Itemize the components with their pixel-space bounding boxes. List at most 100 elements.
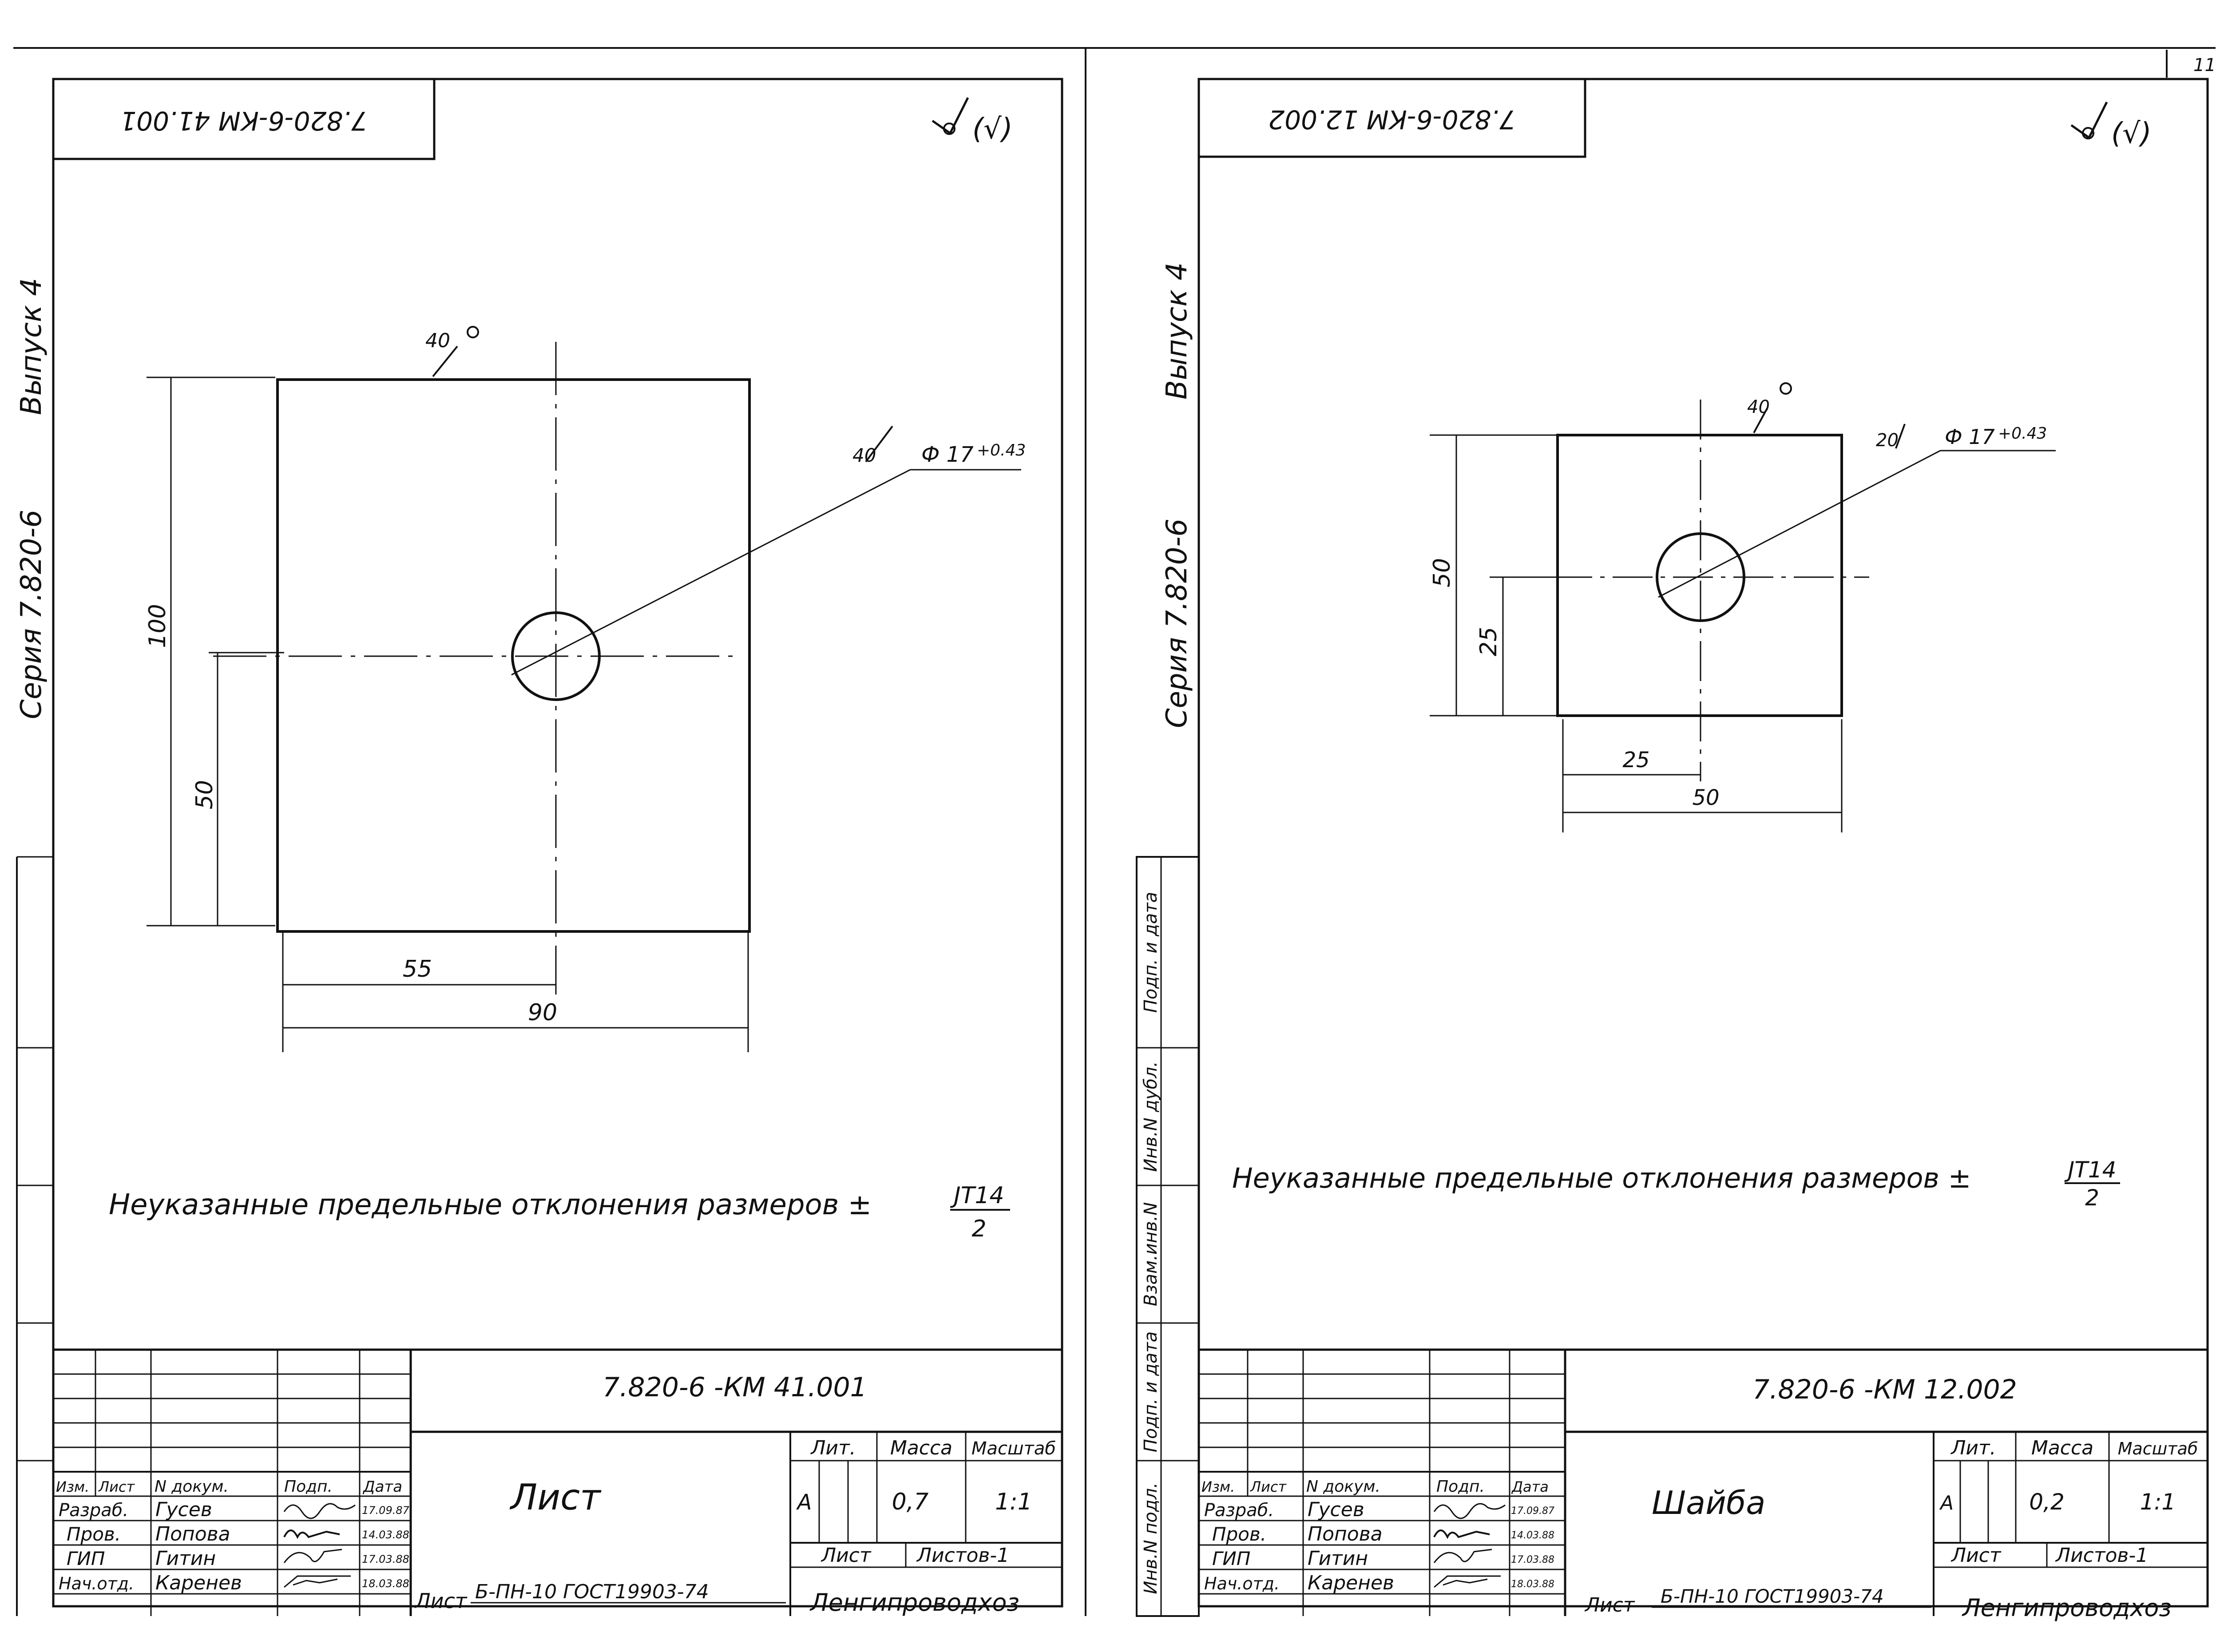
left-role-2: ГИП — [67, 1548, 105, 1569]
right-dim-height: 50 — [1429, 558, 1455, 587]
left-roughness-hole-mark — [865, 425, 893, 463]
left-hdr-podp: Подп. — [284, 1478, 333, 1496]
right-title-block — [1199, 1348, 2208, 1616]
left-roughness-top-circle — [467, 326, 479, 338]
right-role-3: Нач.отд. — [1204, 1574, 1280, 1593]
left-masshtab-value: 1:1 — [995, 1489, 1032, 1515]
right-side-strip — [1136, 856, 1200, 1617]
left-signature-0 — [283, 1503, 356, 1519]
right-side-label-0: Подп. и дата — [1141, 892, 1161, 1013]
right-hdr-doc: N докум. — [1306, 1478, 1380, 1496]
right-roughness-hole-mark — [1895, 424, 1906, 449]
left-dim-half-height: 50 — [191, 780, 218, 809]
right-dim-width: 50 — [1692, 785, 1719, 810]
left-roughness-hole: 40 — [852, 444, 876, 466]
left-roughness-symbol — [932, 97, 969, 135]
right-hole-label: Ф 17 — [1945, 425, 1995, 449]
right-date-1: 14.03.88 — [1511, 1530, 1554, 1541]
left-note-text: Неуказанные предельные отклонения размер… — [109, 1188, 872, 1221]
right-lit-header: Лит. — [1950, 1437, 1996, 1459]
left-margin-vypusk: Выпуск 4 — [15, 278, 48, 415]
left-code-rotated: 7.820-6-КМ 41.001 — [120, 106, 367, 136]
right-signature-0 — [1433, 1503, 1506, 1519]
left-name-0: Гусев — [155, 1498, 212, 1521]
left-margin-seriya: Серия 7.820-6 — [15, 510, 48, 719]
left-code-box — [52, 78, 436, 160]
right-drawing: 7.820-6-КМ 12.002 Серия 7.820-6 Выпуск 4… — [1136, 78, 2209, 1622]
right-roughness-top-mark — [1753, 408, 1768, 433]
right-massa-value: 0,2 — [2029, 1489, 2065, 1515]
left-drawing: 7.820-6-КМ 41.001 Серия 7.820-6 Выпуск 4… — [15, 49, 1086, 1616]
right-side-label-1: Инв.N дубл. — [1141, 1061, 1161, 1172]
right-signature-2 — [1433, 1549, 1492, 1563]
right-role-1: Пров. — [1212, 1523, 1266, 1545]
right-masshtab-value: 1:1 — [2140, 1489, 2176, 1515]
left-dim-width: 90 — [528, 999, 557, 1026]
right-title-code: 7.820-6 -КМ 12.002 — [1752, 1374, 2017, 1405]
right-masshtab-header: Масштаб — [2118, 1439, 2198, 1458]
right-material-prefix: Лист — [1584, 1594, 1635, 1616]
right-hdr-izm: Изм. — [1201, 1478, 1235, 1495]
right-signature-3 — [1434, 1575, 1501, 1588]
right-signature-1 — [1433, 1529, 1490, 1539]
page-number: 11 — [2193, 55, 2216, 75]
left-note-num: JT14 — [950, 1182, 1004, 1209]
left-dim-height: 100 — [144, 604, 171, 648]
left-roughness-top-mark — [432, 345, 458, 377]
right-roughness-top: 40 — [1747, 397, 1770, 417]
right-date-0: 17.09.87 — [1511, 1505, 1554, 1517]
left-lit-value: А — [796, 1490, 812, 1515]
left-name-3: Каренев — [155, 1572, 242, 1594]
left-material-prefix: Лист — [414, 1589, 468, 1613]
right-margin-seriya: Серия 7.820-6 — [1161, 519, 1193, 728]
left-date-3: 18.03.88 — [362, 1577, 409, 1590]
left-signature-3 — [284, 1575, 351, 1588]
left-roughness-circle — [943, 123, 955, 135]
right-hole — [1656, 532, 1745, 622]
right-part-name: Шайба — [1652, 1484, 1765, 1521]
right-note-den: 2 — [2085, 1185, 2099, 1211]
left-roughness-general: (√) — [972, 113, 1013, 146]
left-lit-header: Лит. — [810, 1437, 856, 1459]
left-role-1: Пров. — [67, 1523, 121, 1545]
right-org: Ленгипроводхоз — [1962, 1594, 2172, 1622]
left-hole — [511, 611, 601, 701]
right-hdr-list: Лист — [1250, 1478, 1287, 1495]
left-role-0: Разраб. — [59, 1500, 128, 1521]
left-org: Ленгипроводхоз — [809, 1589, 1019, 1616]
right-lit-value: А — [1939, 1492, 1954, 1514]
right-note-text: Неуказанные предельные отклонения размер… — [1232, 1162, 1971, 1194]
left-hole-tol: +0.43 — [977, 441, 1026, 460]
left-hole-leader — [511, 469, 911, 676]
left-list-label: Лист — [821, 1544, 872, 1567]
right-date-3: 18.03.88 — [1511, 1579, 1554, 1590]
right-name-2: Гитин — [1308, 1547, 1368, 1570]
left-frame — [52, 78, 1063, 1608]
left-title-block — [53, 1348, 1062, 1616]
right-date-2: 17.03.88 — [1511, 1554, 1554, 1565]
right-side-label-3: Подп. и дата — [1141, 1331, 1161, 1452]
left-signature-2 — [283, 1549, 342, 1563]
left-name-1: Попова — [155, 1523, 230, 1545]
left-title-code: 7.820-6 -КМ 41.001 — [603, 1372, 867, 1403]
right-listov-label: Листов-1 — [2055, 1544, 2148, 1567]
left-dim-center-x: 55 — [403, 956, 432, 982]
left-massa-header: Масса — [890, 1437, 952, 1459]
left-date-2: 17.03.88 — [362, 1553, 409, 1565]
right-list-label: Лист — [1950, 1544, 2002, 1567]
right-role-0: Разраб. — [1204, 1500, 1274, 1521]
left-hdr-list: Лист — [98, 1478, 135, 1495]
right-part-outline — [1556, 434, 1843, 717]
left-material: Б-ПН-10 ГОСТ19903-74 — [475, 1581, 709, 1603]
left-name-2: Гитин — [155, 1547, 216, 1570]
right-name-3: Каренев — [1308, 1572, 1394, 1594]
right-side-label-2: Взам.инв.N — [1141, 1202, 1161, 1306]
left-listov-label: Листов-1 — [916, 1544, 1009, 1567]
right-code-rotated: 7.820-6-КМ 12.002 — [1268, 104, 1515, 135]
right-massa-header: Масса — [2031, 1437, 2093, 1459]
right-roughness-circle — [2082, 127, 2094, 139]
right-hdr-podp: Подп. — [1436, 1478, 1485, 1496]
right-roughness-top-circle — [1780, 382, 1792, 395]
right-code-box — [1197, 78, 1586, 158]
left-hole-label: Ф 17 — [921, 442, 974, 467]
